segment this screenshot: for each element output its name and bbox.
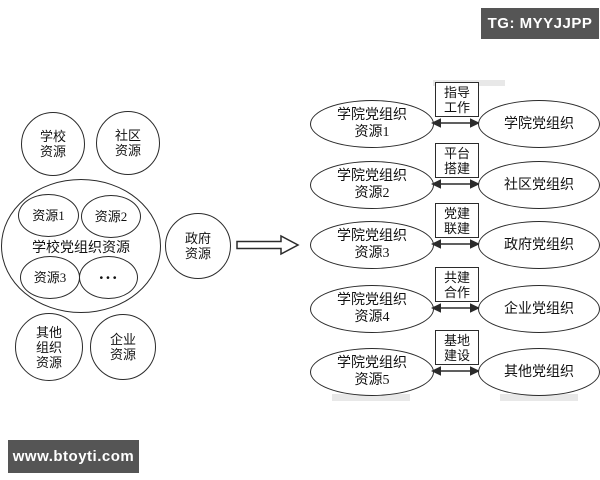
circle-label: 资源	[109, 347, 136, 362]
circle-label: 企业	[109, 332, 136, 347]
bidirectional-arrow-icon	[431, 239, 480, 249]
college-party-resource-1-ellipse: 学院党组织 资源1	[310, 100, 434, 148]
school-resource-circle: 学校 资源	[21, 112, 85, 176]
ellipse-label: 学院党组织	[337, 293, 407, 308]
ellipse-label: 社区党组织	[504, 177, 574, 193]
other-party-org-ellipse: 其他党组织	[478, 348, 600, 396]
circle-label: 资源	[39, 144, 66, 159]
circle-label: 组织	[35, 339, 62, 355]
circle-label: 资源	[184, 246, 211, 261]
link-mode-label: 基地	[443, 332, 470, 348]
site-watermark-badge: www.btoyti.com	[8, 440, 139, 473]
link-mode-box: 党建 联建	[435, 203, 479, 238]
college-party-org-ellipse: 学院党组织	[478, 100, 600, 148]
other-org-resource-circle: 其他 组织 资源	[15, 313, 83, 381]
link-mode-label: 指导	[443, 84, 470, 100]
link-mode-box: 基地 建设	[435, 330, 479, 365]
circle-label: 资源	[35, 354, 62, 370]
bidirectional-arrow-icon	[431, 179, 480, 189]
ellipse-label: 企业党组织	[504, 301, 574, 317]
circle-label: 其他	[35, 324, 62, 340]
enterprise-party-org-ellipse: 企业党组织	[478, 285, 600, 333]
ellipse-label: 学院党组织	[504, 116, 574, 132]
college-party-resource-5-ellipse: 学院党组织 资源5	[310, 348, 434, 396]
flow-arrow-icon	[236, 234, 300, 256]
link-mode-label: 工作	[443, 99, 470, 115]
circle-label: 社区	[114, 128, 141, 143]
link-mode-label: 搭建	[443, 160, 470, 176]
link-mode-box: 指导 工作	[435, 82, 479, 117]
ellipse-label: 资源1	[354, 125, 390, 140]
link-mode-box: 共建 合作	[435, 267, 479, 302]
resource-more-ellipse: ···	[79, 256, 138, 299]
bidirectional-arrow-icon	[431, 118, 480, 128]
circle-label: 政府	[184, 231, 211, 246]
circle-label: 学校	[39, 129, 66, 144]
ellipse-label: 学院党组织	[337, 169, 407, 184]
ellipse-label: 资源3	[33, 270, 67, 285]
link-mode-box: 平台 搭建	[435, 143, 479, 178]
enterprise-resource-circle: 企业 资源	[90, 314, 156, 380]
community-party-org-ellipse: 社区党组织	[478, 161, 600, 209]
government-resource-circle: 政府 资源	[165, 213, 231, 279]
resource-3-ellipse: 资源3	[20, 256, 80, 299]
bidirectional-arrow-icon	[431, 303, 480, 313]
ellipsis-label: ···	[98, 268, 119, 287]
bidirectional-arrow-icon	[431, 366, 480, 376]
ellipse-label: 政府党组织	[504, 237, 574, 253]
community-resource-circle: 社区 资源	[96, 111, 160, 175]
link-mode-label: 联建	[443, 220, 470, 236]
ellipse-label: 学院党组织	[337, 108, 407, 123]
college-party-resource-4-ellipse: 学院党组织 资源4	[310, 285, 434, 333]
watermark-artifact	[332, 394, 410, 401]
watermark-artifact	[500, 394, 578, 401]
college-party-resource-2-ellipse: 学院党组织 资源2	[310, 161, 434, 209]
ellipse-label: 资源5	[354, 373, 390, 388]
resource-2-ellipse: 资源2	[81, 195, 141, 238]
ellipse-label: 资源4	[354, 310, 390, 325]
circle-label: 资源	[114, 143, 141, 158]
ellipse-label: 学院党组织	[337, 229, 407, 244]
government-party-org-ellipse: 政府党组织	[478, 221, 600, 269]
college-party-resource-3-ellipse: 学院党组织 资源3	[310, 221, 434, 269]
tg-watermark-badge: TG: MYYJJPP	[481, 8, 599, 39]
link-mode-label: 共建	[443, 269, 470, 285]
link-mode-label: 合作	[443, 284, 470, 300]
resource-1-ellipse: 资源1	[18, 194, 79, 237]
ellipse-label: 其他党组织	[504, 364, 574, 380]
ellipse-label: 资源2	[94, 209, 128, 224]
ellipse-label: 学院党组织	[337, 356, 407, 371]
school-party-resource-label: 学校党组织资源	[32, 241, 130, 256]
ellipse-label: 资源2	[354, 186, 390, 201]
link-mode-label: 党建	[443, 205, 470, 221]
link-mode-label: 平台	[443, 145, 470, 161]
ellipse-label: 资源3	[354, 246, 390, 261]
ellipse-label: 资源1	[32, 208, 65, 223]
link-mode-label: 建设	[443, 347, 470, 363]
